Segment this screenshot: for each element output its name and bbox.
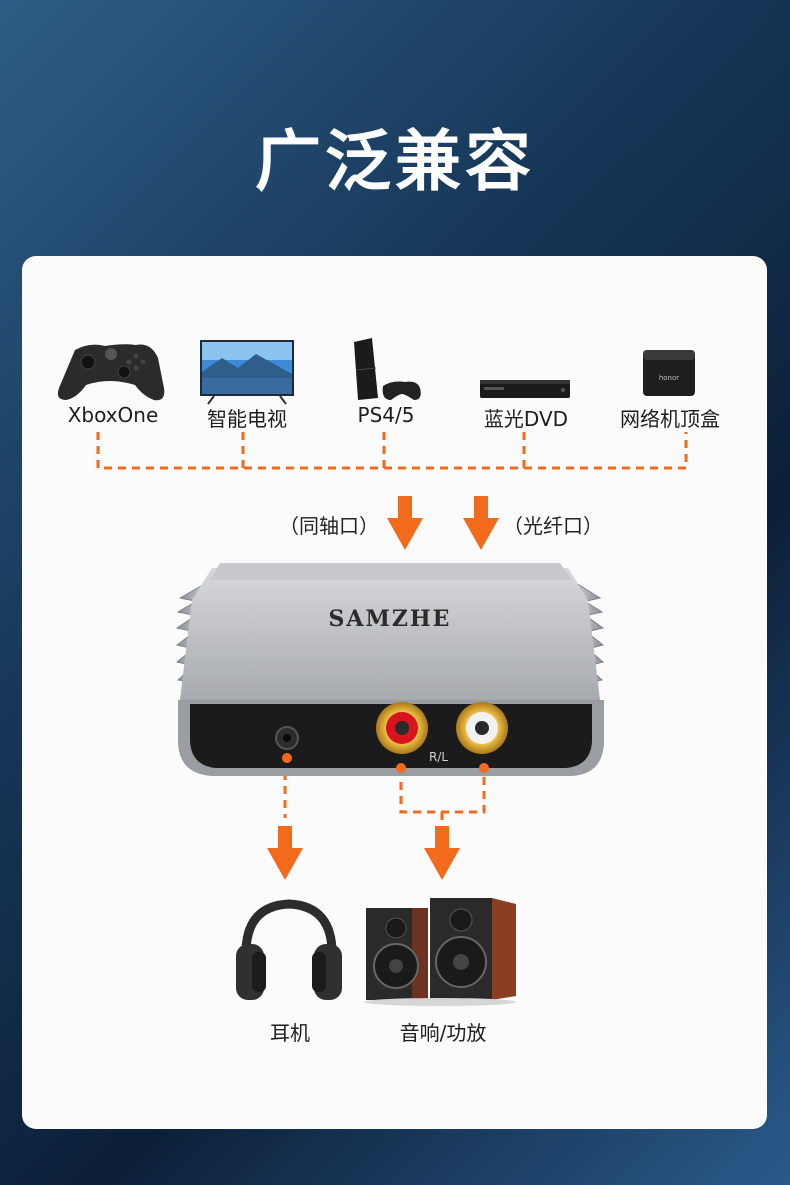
- source-connector-line: [96, 432, 688, 470]
- bluray-dvd-player-icon: [480, 380, 570, 398]
- coaxial-input-label: （同轴口）: [279, 514, 379, 538]
- xbox-controller-icon: [57, 344, 165, 401]
- smart-tv-icon: [200, 340, 294, 405]
- headphone-arrow-icon: [267, 826, 303, 880]
- source-label-set-top-box: 网络机顶盒: [620, 407, 720, 431]
- rca-white-port: [456, 702, 508, 773]
- rl-label: R/L: [429, 750, 449, 764]
- headphones-icon: [236, 899, 342, 1000]
- source-label-bluray-dvd: 蓝光DVD: [483, 407, 569, 431]
- page-title: 广泛兼容: [255, 123, 535, 200]
- coaxial-arrow-icon: [387, 496, 423, 550]
- output-label-speakers: 音响/功放: [399, 1021, 487, 1045]
- source-label-ps4-5: PS4/5: [357, 403, 415, 427]
- speakers-icon: [364, 898, 516, 1006]
- source-label-xboxone: XboxOne: [67, 403, 159, 427]
- ps4-console-icon: [354, 338, 421, 400]
- source-label-smart-tv: 智能电视: [207, 407, 287, 431]
- rca-red-port: [376, 702, 428, 773]
- headphone-jack-port: [275, 726, 299, 763]
- set-top-box-brand: honor: [659, 374, 679, 382]
- optical-input-label: （光纤口）: [503, 514, 603, 538]
- set-top-box-icon: honor: [643, 350, 695, 396]
- speaker-arrow-icon: [424, 826, 460, 880]
- brand-logo: SAMZHE: [328, 606, 452, 632]
- optical-arrow-icon: [463, 496, 499, 550]
- output-label-headphones: 耳机: [270, 1021, 310, 1045]
